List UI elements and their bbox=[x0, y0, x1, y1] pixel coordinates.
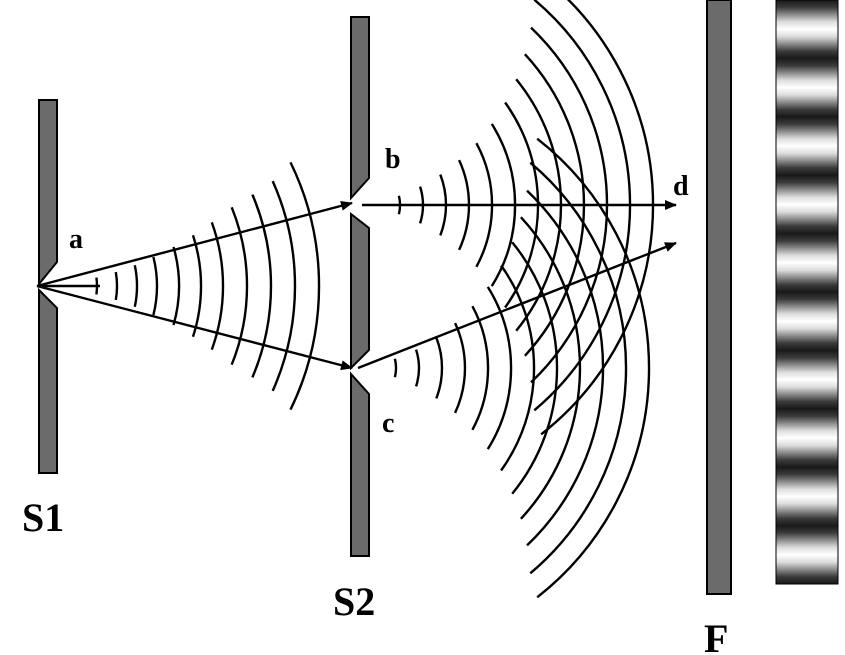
wavefront-arc bbox=[172, 246, 181, 326]
barrier-s1 bbox=[38, 99, 58, 474]
wavefront-arc bbox=[230, 206, 249, 366]
barrier-s1-top bbox=[38, 99, 58, 287]
barrier-s1-bottom bbox=[38, 287, 58, 474]
barrier-s2-middle bbox=[350, 211, 370, 371]
wavefront-arc bbox=[289, 161, 321, 411]
label-s2: S2 bbox=[333, 579, 375, 624]
wavefront-arc bbox=[526, 189, 605, 547]
ray-c-to-d bbox=[357, 241, 677, 370]
wavefront-arc bbox=[454, 322, 467, 414]
ray-a-to-b bbox=[36, 200, 353, 288]
wavefronts-from-c bbox=[393, 137, 651, 599]
rays bbox=[36, 200, 677, 371]
wavefront-arc bbox=[114, 271, 119, 301]
wavefront-arc bbox=[471, 305, 490, 431]
barrier-s2 bbox=[350, 16, 370, 557]
label-c: c bbox=[382, 408, 394, 439]
label-d: d bbox=[673, 171, 689, 202]
ray-a-to-c bbox=[36, 284, 353, 371]
fringe-bands bbox=[775, 0, 839, 585]
wavefront-arc bbox=[536, 137, 651, 599]
wavefront-arc bbox=[210, 221, 225, 351]
wavefront-arc bbox=[414, 349, 421, 387]
wavefront-arc bbox=[133, 264, 139, 308]
label-b: b bbox=[385, 144, 401, 175]
wavefront-arc bbox=[152, 256, 159, 316]
label-f: F bbox=[704, 616, 728, 655]
wavefronts-from-a bbox=[95, 161, 321, 411]
barrier-s2-bottom bbox=[350, 371, 370, 557]
label-s1: S1 bbox=[22, 495, 64, 540]
screen-f bbox=[706, 0, 732, 595]
wavefront-arc bbox=[486, 286, 513, 450]
wavefront-arc bbox=[500, 264, 536, 472]
interference-fringe-pattern bbox=[775, 0, 839, 585]
wavefront-arc bbox=[511, 241, 559, 495]
wavefront-arc bbox=[191, 234, 203, 338]
wavefront-arc bbox=[435, 337, 444, 399]
wavefronts-from-b bbox=[397, 0, 655, 436]
wavefront-arc bbox=[251, 194, 273, 378]
wavefront-arc bbox=[529, 161, 628, 575]
label-a: a bbox=[69, 224, 83, 255]
wavefront-arc bbox=[520, 216, 582, 520]
wavefront-arc bbox=[393, 358, 398, 378]
wavefront-arc bbox=[271, 180, 297, 392]
barrier-s2-top bbox=[350, 16, 370, 201]
